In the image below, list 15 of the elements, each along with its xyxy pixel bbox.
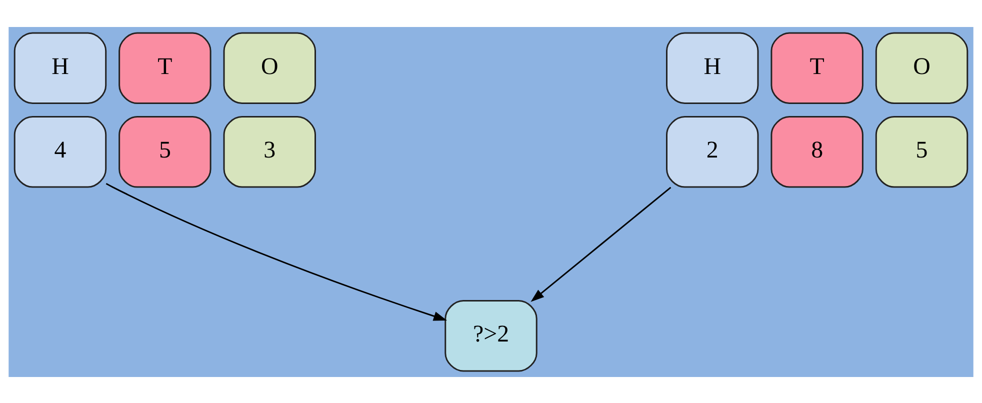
node-box: O	[223, 32, 316, 104]
node-box: H	[14, 32, 107, 104]
node-box: 3	[223, 116, 316, 188]
node-box: O	[875, 32, 968, 104]
node-box: 4	[14, 116, 107, 188]
node-box: T	[118, 32, 212, 104]
node-box: 8	[770, 116, 864, 188]
node-box: 5	[118, 116, 212, 188]
node-box: 5	[875, 116, 968, 188]
arrow	[530, 186, 672, 302]
node-box: 2	[666, 116, 759, 188]
node-box: H	[666, 32, 759, 104]
node-box: ?>2	[444, 299, 538, 372]
node-box: T	[770, 32, 864, 104]
arrow	[106, 182, 448, 320]
